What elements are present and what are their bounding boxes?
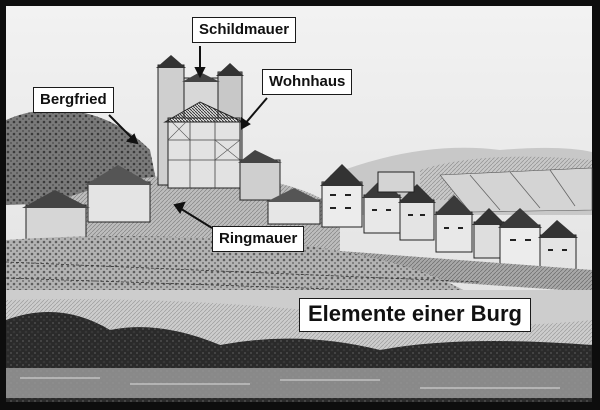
- ringmauer-label: Ringmauer: [212, 226, 305, 252]
- caption-title: Elemente einer Burg: [299, 298, 531, 332]
- wohnhaus-label: Wohnhaus: [262, 69, 353, 95]
- pointer-lines: [108, 46, 268, 229]
- bergfried-label: Bergfried: [33, 87, 114, 113]
- schildmauer-label: Schildmauer: [192, 17, 297, 43]
- castle-keep: [156, 55, 244, 189]
